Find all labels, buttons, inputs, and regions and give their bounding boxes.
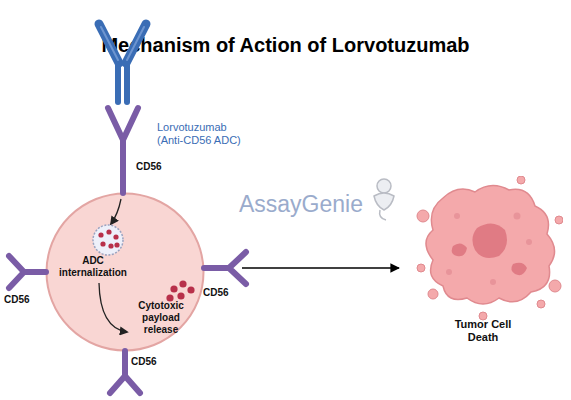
node-text: ADC internalization	[55, 255, 131, 279]
tumor-cell-blob: Tumor Cell Death	[413, 176, 563, 356]
cd56-receptor	[108, 108, 138, 193]
cd56-receptor	[9, 256, 46, 288]
diagram-title: Mechanism of Action of Lorvotuzumab	[0, 33, 571, 57]
receptor-label: CD56	[4, 294, 44, 306]
receptor-label: CD56	[203, 287, 243, 299]
flow-arrow	[242, 267, 399, 269]
receptor-label: CD56	[131, 356, 171, 368]
node-text: Tumor Cell Death	[443, 318, 523, 344]
watermark: AssayGenie	[226, 191, 376, 219]
node-text: Cytotoxic payload release	[130, 300, 192, 336]
genie-icon	[374, 179, 394, 220]
cd56-receptor	[204, 252, 246, 284]
cell-circle: ADC internalizationCytotoxic payload rel…	[45, 192, 205, 352]
antibody-label: Lorvotuzumab (Anti-CD56 ADC)	[157, 121, 243, 147]
receptor-label: CD56	[136, 161, 176, 173]
